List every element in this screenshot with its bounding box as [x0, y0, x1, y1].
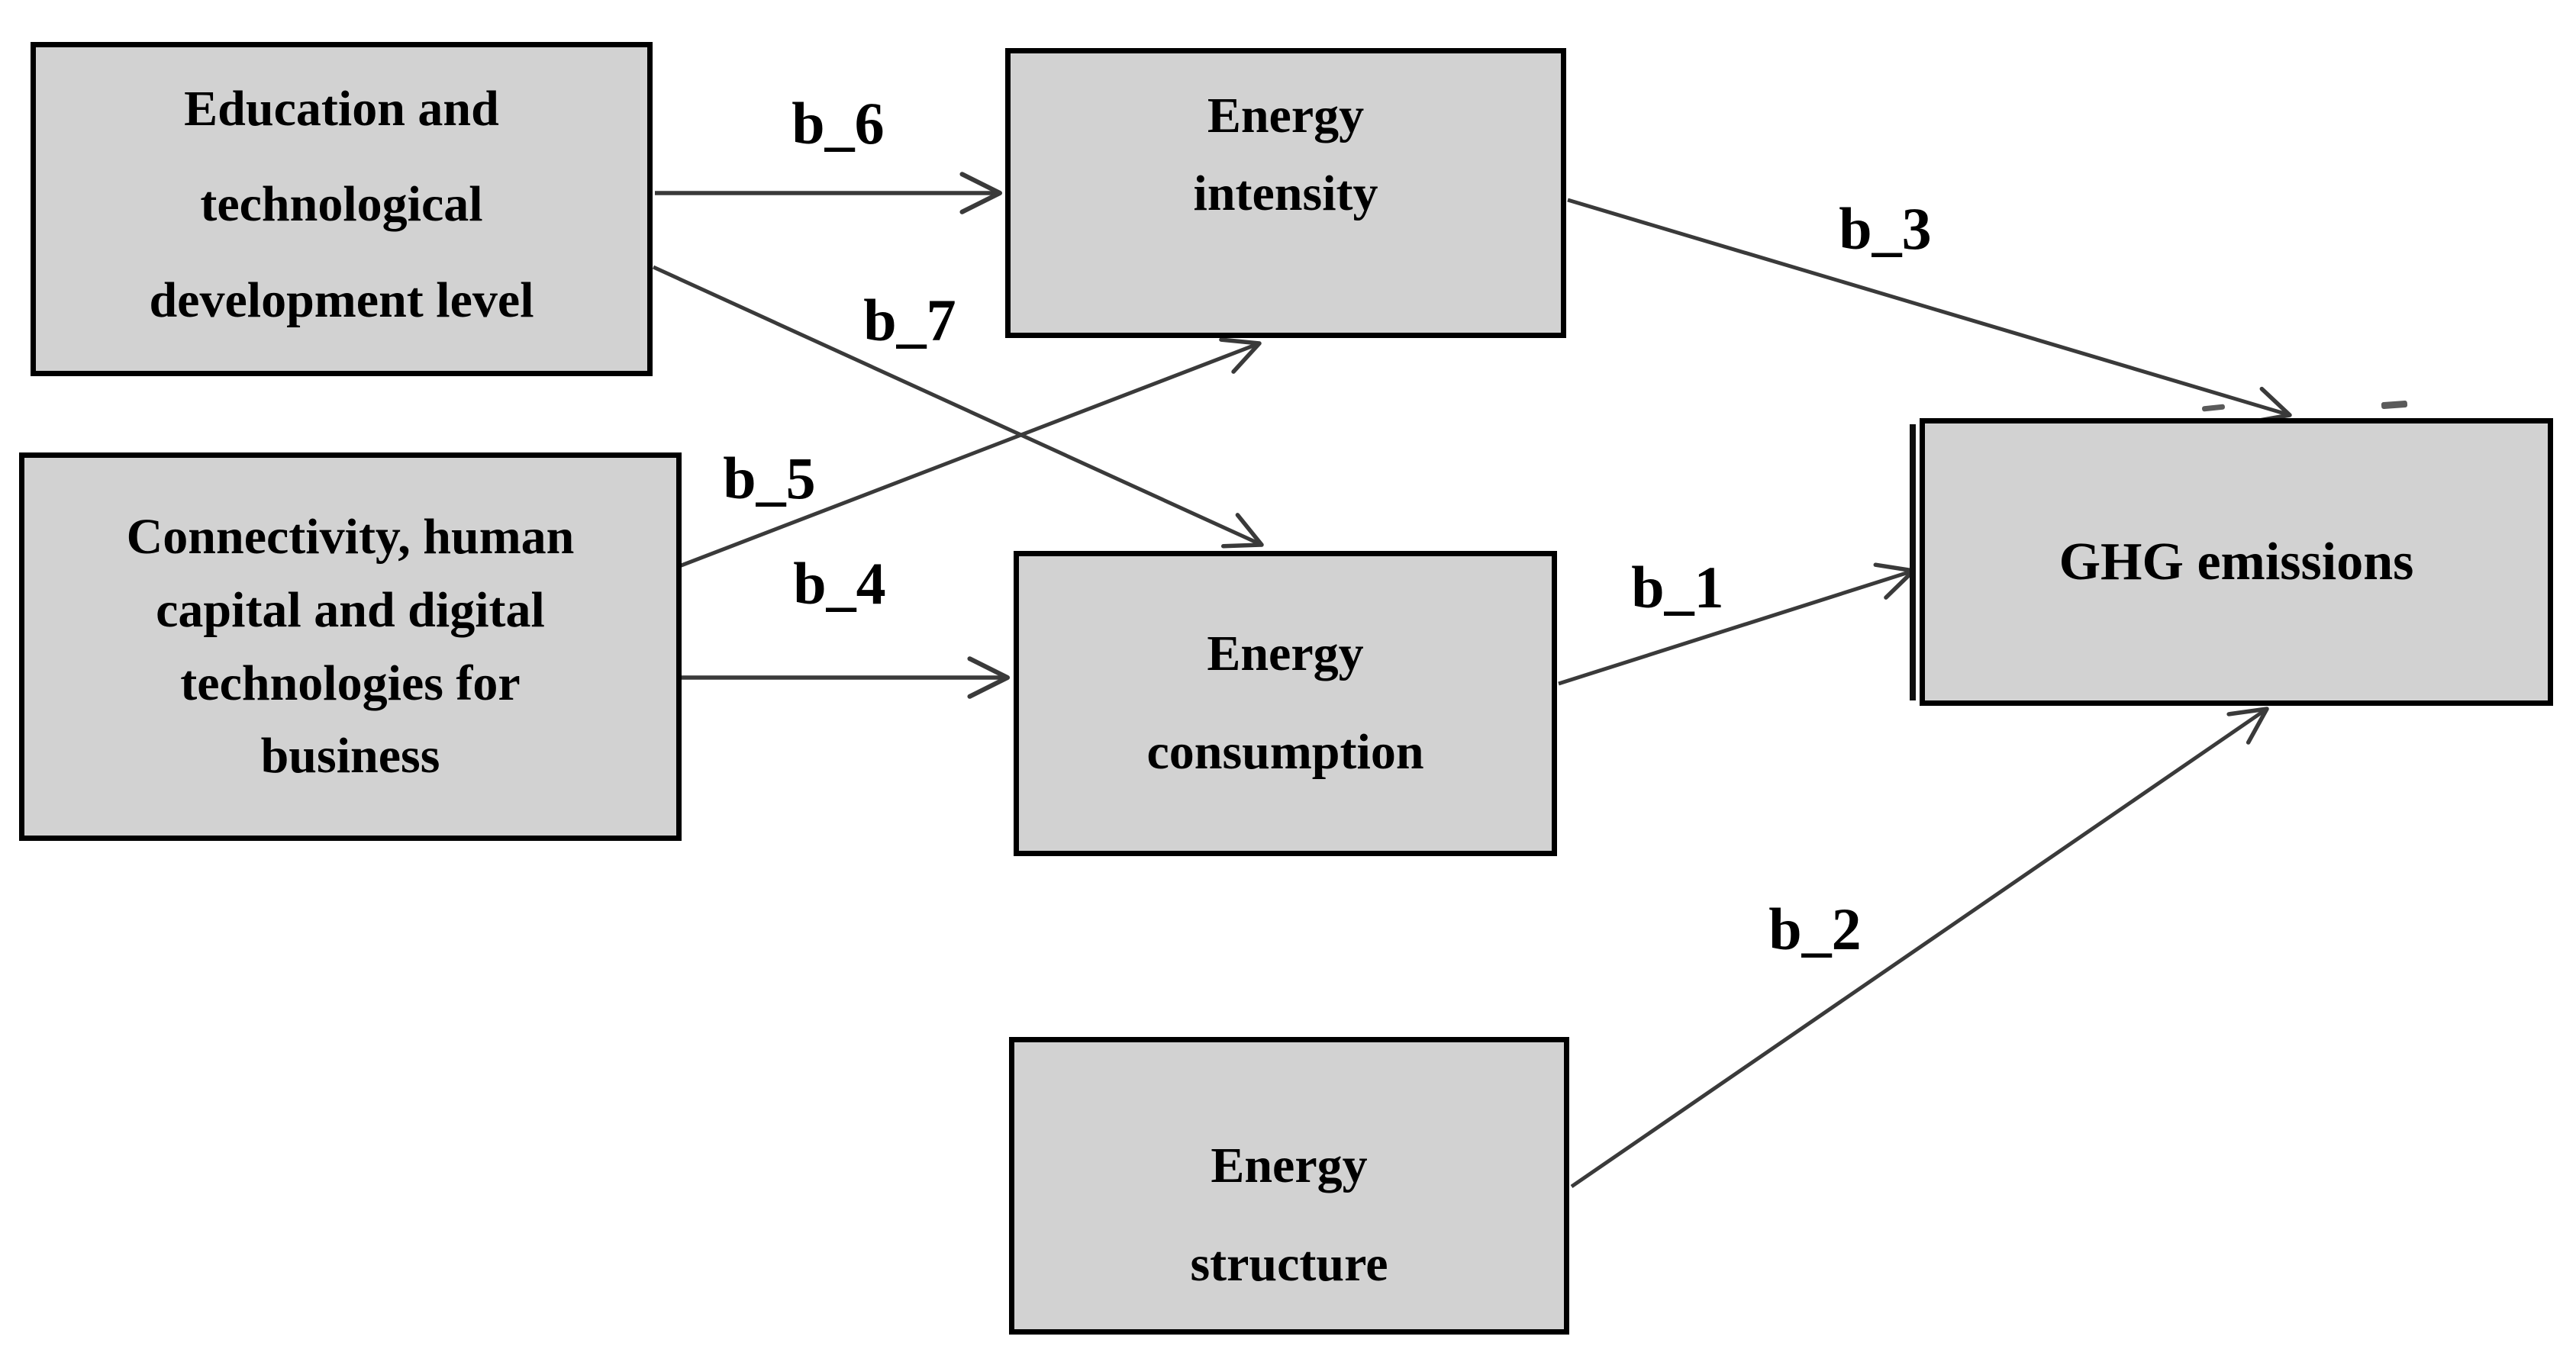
node-education-label: Education and technological development …	[149, 81, 534, 328]
edge-label-b4: b_4	[793, 550, 886, 617]
ghg-box-shadow-line	[1910, 424, 1916, 700]
node-ghg-emissions: GHG emissions	[1920, 418, 2553, 706]
edge-b2-arrow	[1570, 707, 2269, 1189]
node-connectivity: Connectivity, human capital and digital …	[19, 452, 682, 841]
node-energy-structure-label: Energy structure	[1190, 1138, 1388, 1292]
edge-label-b6: b_6	[791, 90, 885, 156]
node-education: Education and technological development …	[31, 42, 653, 376]
edge-label-b1: b_1	[1631, 554, 1724, 620]
edge-label-b7: b_7	[863, 287, 956, 353]
edge-label-b5: b_5	[723, 445, 816, 511]
node-connectivity-label: Connectivity, human capital and digital …	[126, 509, 575, 784]
scan-artifact-tick	[2381, 400, 2408, 410]
edge-label-b3: b_3	[1839, 195, 1932, 262]
node-energy-intensity-label: Energy intensity	[1193, 87, 1378, 221]
node-ghg-emissions-label: GHG emissions	[2059, 532, 2414, 591]
edge-label-b2: b_2	[1768, 896, 1862, 962]
node-energy-structure: Energy structure	[1009, 1037, 1569, 1335]
node-energy-intensity: Energy intensity	[1005, 48, 1566, 338]
scan-artifact-tick	[2201, 404, 2226, 412]
node-energy-consumption-label: Energy consumption	[1146, 626, 1424, 780]
node-energy-consumption: Energy consumption	[1014, 551, 1557, 856]
edge-b1-arrow	[1558, 562, 1916, 686]
